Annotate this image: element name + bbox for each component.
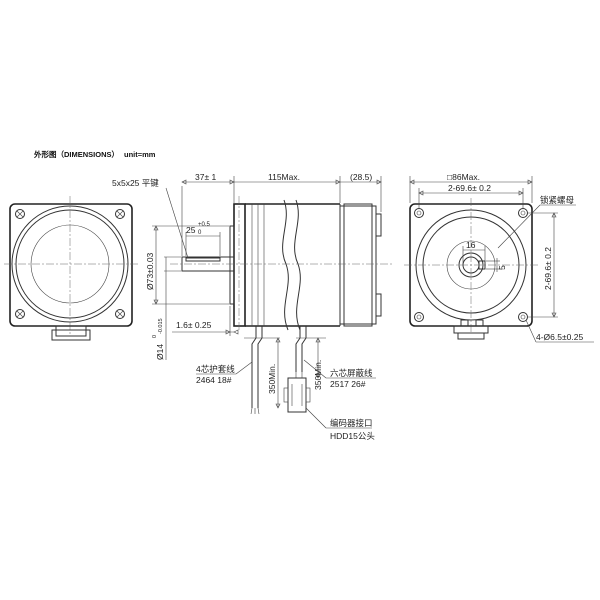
flange-thickness-dim: 1.6± 0.25 — [176, 320, 212, 330]
hole-spacing-horizontal-dim: 2-69.6± 0.2 — [448, 183, 491, 193]
connector-spec: HDD15公头 — [330, 431, 375, 441]
lock-nut-label: 锁紧螺母 — [540, 195, 574, 205]
key-width-dim: 5 — [497, 265, 507, 270]
cable1-name: 4芯护套线 — [196, 364, 235, 374]
hole-spacing-vertical-dim: 2-69.6± 0.2 — [543, 247, 553, 290]
shaft-tol-upper: 0 — [152, 335, 158, 338]
key-length-tol-upper: +0.5 — [198, 222, 211, 228]
flange-diameter-dim: Ø73±0.03 — [145, 252, 155, 290]
shaft-diameter-dim: Ø14 — [155, 344, 165, 360]
shaft-length-dim: 37± 1 — [195, 172, 216, 182]
motor-cables — [250, 326, 311, 415]
key-length-dim: 25 — [186, 225, 196, 235]
drawing-title: 外形图（DIMENSIONS） — [34, 149, 119, 159]
key-label: 5x5x25 平键 — [112, 178, 159, 188]
square-size-dim: □86Max. — [447, 172, 480, 182]
front-mount-holes — [414, 208, 528, 322]
cable1-length-dim: 350Min. — [267, 364, 277, 394]
rear-corner-screws — [15, 209, 125, 319]
cable2-name: 六芯屏蔽线 — [330, 368, 373, 378]
encoder-connector — [287, 377, 307, 413]
side-view: 37± 1 115Max. (28.5) 5x5x25 平键 25 +0.5 0… — [112, 172, 392, 441]
key-length-tol-lower: 0 — [198, 230, 202, 236]
key-height-dim: 16 — [466, 240, 476, 250]
mount-holes-label: 4-Ø6.5±0.25 — [536, 332, 583, 342]
rear-length-dim: (28.5) — [350, 172, 372, 182]
cable2-length-dim: 350Min. — [313, 360, 323, 390]
cable2-spec: 2517 26# — [330, 379, 366, 389]
shaft-tol-lower: -0.015 — [158, 318, 164, 334]
cable1-spec: 2464 18# — [196, 375, 232, 385]
body-length-dim: 115Max. — [268, 172, 300, 182]
front-view: □86Max. 2-69.6± 0.2 2-69.6± 0.2 锁紧螺母 16 … — [404, 172, 594, 343]
connector-name: 编码器接口 — [330, 418, 373, 428]
rear-view — [4, 196, 138, 341]
unit-label: unit=mm — [124, 150, 156, 159]
